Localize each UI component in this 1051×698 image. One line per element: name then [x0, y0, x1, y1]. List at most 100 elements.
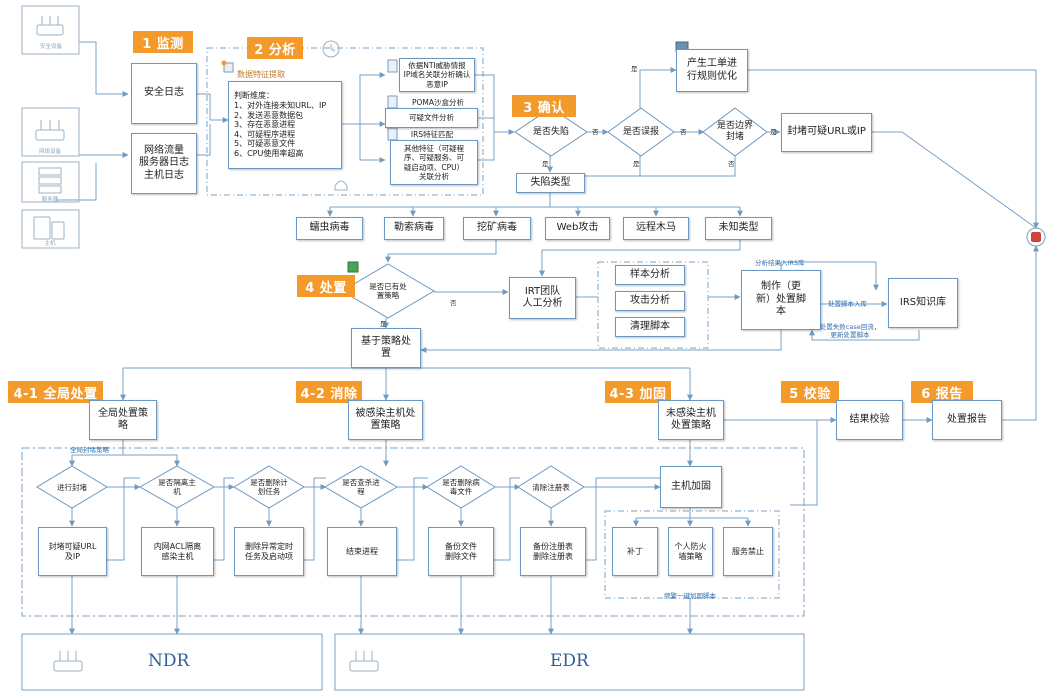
no-label-false: 否	[680, 128, 687, 136]
attack-analysis: 攻击分析	[615, 291, 685, 311]
step-monitor: 1 监测	[133, 31, 193, 53]
is-fallen-text: 是否失陷	[532, 126, 569, 137]
ndr-device-icon	[53, 651, 83, 672]
acl-box: 内网ACL隔离 感染主机	[141, 527, 214, 576]
type-mining: 挖矿病毒	[463, 217, 531, 240]
script-box: 制作（更 新）处置脚 本	[741, 270, 821, 330]
harden-script-label: 频繁一键加固脚本	[664, 592, 716, 600]
is-edge-text: 是否边界 封堵	[716, 121, 753, 142]
harden-container	[604, 510, 780, 599]
device-server-label: 服务器	[41, 197, 59, 203]
sample-analysis: 样本分析	[615, 265, 685, 285]
step-harden: 4-3 加固	[605, 381, 671, 403]
uninfected-policy-box: 未感染主机 处置策略	[658, 400, 724, 440]
diamond-isolate	[138, 465, 216, 509]
server-device-frame	[21, 161, 80, 203]
execution-container	[21, 447, 805, 617]
nti-box: 依据NTI威胁情报 IP域名关联分析确认 恶意IP	[399, 58, 475, 92]
diamond-do-block	[36, 465, 108, 509]
bak-reg-box: 备份注册表 删除注册表	[520, 527, 586, 576]
global-block-label: 全局封堵策略	[70, 446, 109, 454]
type-ransom: 勒索病毒	[384, 217, 444, 240]
irt-container	[597, 261, 709, 349]
irs-kb-box: IRS知识库	[888, 278, 958, 328]
merge-node-icon	[1026, 227, 1046, 247]
step-report: 6 报告	[911, 381, 973, 403]
fall-type-box: 失陷类型	[516, 173, 585, 193]
verify-result-box: 结果校验	[836, 400, 903, 440]
block-url-ip-box: 封堵可疑URL 及IP	[38, 527, 107, 576]
diamond-kill-proc	[324, 465, 398, 509]
list-icon-nti	[387, 59, 398, 73]
no-label-edge: 否	[728, 160, 735, 168]
bak-file-box: 备份文件 删除文件	[428, 527, 494, 576]
list-icon-irs	[387, 127, 398, 141]
infected-policy-box: 被感染主机处 置策略	[348, 400, 423, 440]
yes-label-policy: 是	[380, 320, 387, 328]
type-trojan: 远程木马	[623, 217, 689, 240]
strategy-box: 基于策略处 置	[351, 328, 421, 368]
tool-icon	[347, 261, 359, 273]
yes-label-fallen: 是	[542, 160, 549, 168]
del-virus-text: 是否删除病 毒文件	[442, 478, 480, 496]
table-icon	[223, 62, 234, 73]
diamond-is-false	[607, 107, 675, 157]
step-verify: 5 校验	[781, 381, 839, 403]
security-device-frame	[21, 5, 80, 55]
end-proc-box: 结束进程	[327, 527, 397, 576]
script-kb-label: 处置脚本入库	[828, 300, 867, 308]
server-icon	[38, 167, 62, 194]
router-icon	[36, 16, 64, 36]
device-network-label: 网络设备	[38, 149, 61, 155]
update-script-label: 处置失败case回流， 更新处置脚本	[819, 323, 881, 339]
work-order-box: 产生工单进 行规则优化	[676, 49, 748, 92]
do-block-text: 进行封堵	[57, 482, 87, 492]
irt-box: IRT团队 人工分析	[509, 277, 576, 319]
poma-box: 可疑文件分析	[385, 108, 478, 128]
service-off-box: 服务禁止	[723, 527, 773, 576]
type-web: Web攻击	[545, 217, 610, 240]
host-icon	[33, 216, 65, 240]
diamond-clear-reg	[517, 465, 585, 509]
block-url-box: 封堵可疑URL或IP	[781, 113, 872, 152]
has-policy-text: 是否已有处 置策略	[369, 282, 407, 300]
host-harden-box: 主机加固	[660, 466, 722, 508]
isolate-text: 是否隔离主 机	[158, 478, 196, 496]
device-host-label: 主机	[44, 241, 56, 247]
firewall-box: 个人防火 墙策略	[668, 527, 713, 576]
criteria-box: 判断维度： 1、对外连接未知URL、IP 2、发送恶意数据包 3、存在恶意进程 …	[228, 81, 342, 169]
diamond-has-policy	[341, 263, 435, 319]
del-plan-text: 是否删除计 划任务	[250, 478, 288, 496]
is-false-text: 是否误报	[622, 126, 659, 137]
step-confirm: 3 确认	[512, 95, 576, 117]
irs-title: IRS特征匹配	[410, 129, 454, 139]
yes-label-false2: 是	[633, 160, 640, 168]
diamond-del-virus	[426, 465, 496, 509]
no-label-policy: 否	[450, 299, 457, 307]
step-handle: 4 处置	[297, 275, 355, 297]
no-label-fallen: 否	[592, 128, 599, 136]
edr-device-icon	[349, 651, 379, 672]
step-analysis: 2 分析	[247, 37, 303, 59]
poma-title: POMA沙盒分析	[411, 97, 465, 107]
list-icon-poma	[387, 95, 398, 109]
feature-extract-caption: 数据特征提取	[237, 70, 285, 79]
security-log-box: 安全日志	[131, 63, 197, 124]
device-security-label: 安全设备	[39, 44, 62, 50]
diamond-is-fallen	[514, 107, 588, 157]
ndr-panel	[21, 633, 323, 691]
analysis-container	[206, 47, 484, 196]
clean-script: 清理脚本	[615, 317, 685, 337]
hand-icon	[334, 180, 348, 191]
yes-label-false: 是	[631, 65, 638, 73]
step-global: 4-1 全局处置	[8, 381, 103, 403]
badge-icon	[221, 60, 227, 66]
step-eliminate: 4-2 消除	[296, 381, 362, 403]
analysis-result-label: 分析结果入IRS库	[755, 259, 805, 267]
yes-label-edge: 是	[770, 128, 777, 136]
edr-label: EDR	[550, 651, 589, 671]
host-device-frame	[21, 209, 80, 249]
traffic-log-box: 网络流量 服务器日志 主机日志	[131, 133, 197, 194]
del-task-box: 删除异常定时 任务及启动项	[234, 527, 304, 576]
edr-panel	[334, 633, 805, 691]
